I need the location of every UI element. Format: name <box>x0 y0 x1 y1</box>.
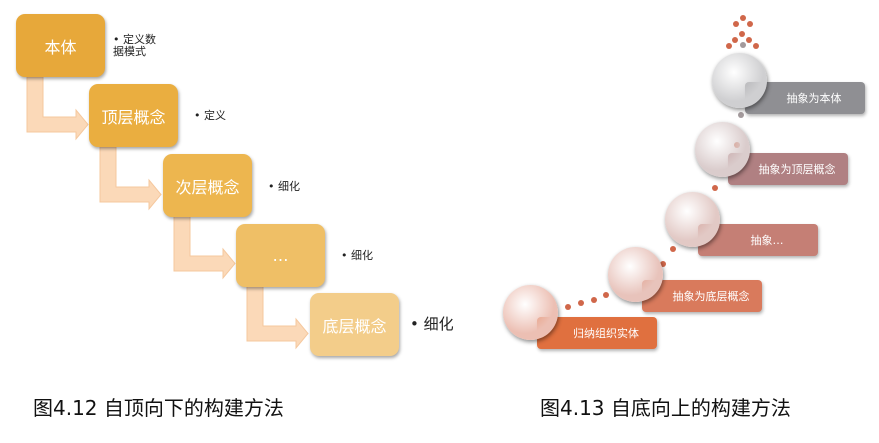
step-box-bottom-concept: 底层概念 <box>310 293 399 356</box>
step-note-refine: • 细化 <box>268 180 300 193</box>
connector-dot <box>746 37 752 43</box>
step-circle <box>712 53 767 108</box>
step-circle <box>665 192 720 247</box>
connector-dot <box>738 112 744 118</box>
connector-dot <box>733 21 739 27</box>
step-note-define: • 定义 <box>194 109 226 122</box>
step-bar-induce-entities: 归纳组织实体 <box>537 317 657 349</box>
caption-bottom-up: 图4.13 自底向上的构建方法 <box>540 396 791 420</box>
l-arrow <box>246 285 309 350</box>
step-circle <box>608 247 663 302</box>
step-box-second-concept: 次层概念 <box>163 154 252 217</box>
l-arrow <box>99 146 162 211</box>
connector-dot <box>603 292 609 298</box>
connector-dot <box>712 185 718 191</box>
connector-dot <box>670 246 676 252</box>
connector-dot <box>740 15 746 21</box>
connector-dot <box>578 300 584 306</box>
step-circle <box>503 285 558 340</box>
step-note-define-schema: • 定义数据模式 <box>113 33 156 58</box>
step-box-ellipsis: … <box>236 224 325 287</box>
step-box-top-concept: 顶层概念 <box>89 84 178 147</box>
l-arrow <box>173 215 236 280</box>
caption-top-down: 图4.12 自顶向下的构建方法 <box>33 396 284 420</box>
connector-dot <box>739 31 745 37</box>
connector-dot <box>747 21 753 27</box>
connector-dot <box>753 43 759 49</box>
connector-dot <box>726 43 732 49</box>
connector-dot <box>565 304 571 310</box>
step-box-ontology: 本体 <box>16 14 105 77</box>
connector-dot <box>660 261 666 267</box>
step-bar-bottom-concepts: 抽象为底层概念 <box>642 280 762 312</box>
step-note-refine: • 细化 <box>341 249 373 262</box>
connector-dot <box>732 37 738 43</box>
l-arrow <box>26 76 89 141</box>
connector-dot <box>591 297 597 303</box>
step-circle <box>695 122 750 177</box>
connector-dot <box>740 42 746 48</box>
step-note-refine: • 细化 <box>410 315 454 333</box>
